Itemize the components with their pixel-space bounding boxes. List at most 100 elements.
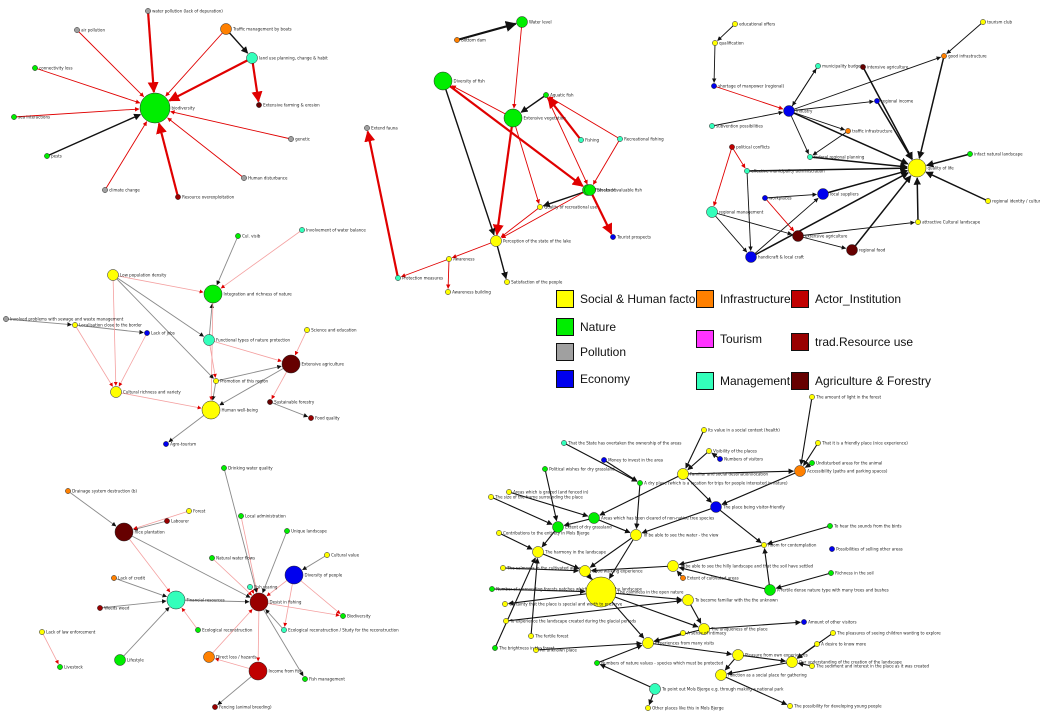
network-node-label: Human disturbance <box>248 176 288 181</box>
network-node-label: Natural water flows <box>216 556 255 561</box>
network-node <box>980 19 986 25</box>
network-edge <box>876 100 913 161</box>
network-node-label: Livestock <box>64 665 83 670</box>
network-node <box>717 456 723 462</box>
network-node <box>454 37 460 43</box>
network-node <box>552 521 564 533</box>
network-edge <box>600 591 699 628</box>
network-node <box>57 664 63 670</box>
network-node-label: Familiar and social destination/location <box>690 472 769 477</box>
network-edge <box>851 175 912 251</box>
network-node <box>221 465 227 471</box>
network-edge <box>46 113 142 157</box>
network-node-label: Agro-tourism <box>170 442 196 447</box>
network-node <box>533 647 539 653</box>
network-node-label: Fish management <box>309 677 345 682</box>
network-node-label: Fishing <box>585 138 599 143</box>
network-node-label: The brightness in the forest <box>498 646 555 651</box>
network-node <box>667 560 679 572</box>
network-node-label: land use planning, change & habit <box>259 56 328 61</box>
network-edge <box>682 468 795 475</box>
network-node <box>815 440 821 446</box>
network-node-label: The pleasures of seeing children wanting… <box>836 631 941 636</box>
network-edge <box>445 258 451 289</box>
network-node <box>114 522 134 542</box>
network-edge <box>542 189 591 208</box>
network-node <box>677 468 689 480</box>
network-node-label: Extent of dry grassland <box>565 525 612 530</box>
network-node <box>249 592 269 612</box>
network-node-label: Weeds weed <box>104 606 130 611</box>
network-edge <box>822 168 909 195</box>
network-edge <box>118 332 148 387</box>
network-node <box>701 427 707 433</box>
network-node-label: Unique landscape <box>291 529 327 534</box>
network-node-label: water pollution (lack of depuration) <box>152 9 223 14</box>
network-node <box>709 123 715 129</box>
network-edge <box>220 229 303 289</box>
network-node <box>500 565 506 571</box>
network-node-label: regional management <box>719 210 764 215</box>
network-node <box>166 590 186 610</box>
network-edge <box>123 531 171 593</box>
network-edge <box>508 491 589 518</box>
network-node <box>220 23 232 35</box>
network-edge <box>5 318 72 327</box>
network-node-label: workplaces <box>769 196 792 201</box>
network-node-label: Function as a social place for gathering <box>728 673 807 678</box>
network-node <box>967 151 973 157</box>
network-node-label: Lack of credit <box>118 576 145 581</box>
network-node <box>532 546 544 558</box>
legend-label: Social & Human factors <box>580 292 706 306</box>
network-node-label: qualification <box>719 41 744 46</box>
network-node-label: To experience the landscape created duri… <box>509 619 636 624</box>
network-node <box>44 153 50 159</box>
legend-swatch <box>696 330 714 348</box>
network-node <box>201 400 221 420</box>
network-node <box>488 494 494 500</box>
legend-label: Agriculture & Forestry <box>815 374 932 388</box>
network-edge <box>240 515 259 593</box>
network-node-label: Direct loss / hazards <box>216 655 257 660</box>
network-edge <box>712 146 733 207</box>
network-node-label: Bottom dam <box>461 38 486 43</box>
network-node-label: Functional types of nature protection <box>216 338 291 343</box>
network-edge <box>545 94 588 185</box>
network-node-label: biodiversity <box>172 106 196 111</box>
network-node <box>308 415 314 421</box>
network-edge <box>258 601 340 617</box>
legend-swatch <box>556 370 574 388</box>
network-node <box>288 136 294 142</box>
network-edge <box>491 588 586 595</box>
network-node-label: Satisfaction of the people <box>511 280 563 285</box>
network-edge <box>737 654 787 664</box>
network-node-label: Traffic management by boats <box>232 27 292 32</box>
network-edge <box>797 220 915 237</box>
legend-swatch <box>791 290 809 308</box>
network-node <box>39 629 45 635</box>
network-node <box>445 289 451 295</box>
network-node <box>561 440 567 446</box>
network-edge <box>809 156 908 171</box>
network-node-label: Low population density <box>120 273 167 278</box>
network-node <box>364 125 370 131</box>
network-edge <box>112 274 118 386</box>
network-node-label: A fertile dense nature type with many tr… <box>777 588 889 593</box>
network-edge <box>788 68 817 112</box>
network-node <box>801 619 807 625</box>
network-edge <box>726 661 793 676</box>
network-edge <box>208 303 215 341</box>
network-edge <box>451 240 497 259</box>
network-edge <box>917 55 945 160</box>
network-node-label: The size of the frame surrounding the pl… <box>494 495 583 500</box>
legend-swatch <box>696 290 714 308</box>
network-node-label: Local administration <box>245 514 286 519</box>
network-node-label: Areas which has been cleared of non-nati… <box>601 516 714 521</box>
network-edge <box>803 442 819 466</box>
network-node-label: Numbers of visitors <box>724 457 763 462</box>
network-node <box>584 184 596 196</box>
network-edge <box>170 110 292 140</box>
network-node <box>830 630 836 636</box>
network-node-label: Experiences from many visits <box>655 641 714 646</box>
